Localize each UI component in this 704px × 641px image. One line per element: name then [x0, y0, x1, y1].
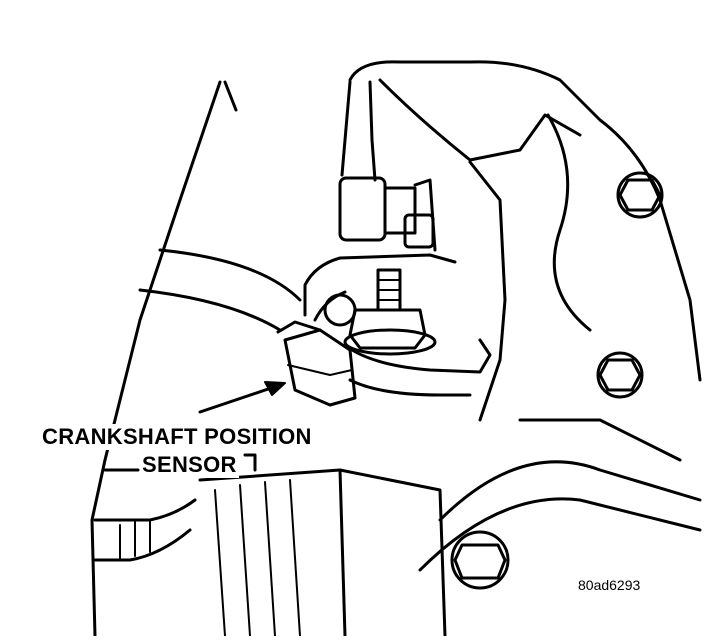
right-bolt-upper	[616, 171, 664, 219]
lower-shaft-2	[93, 528, 192, 562]
callout-arrow-shaft	[198, 383, 282, 414]
bell-housing	[438, 460, 702, 522]
wire-loop	[158, 248, 302, 302]
upper-housing-inner	[378, 78, 582, 162]
stud-threads	[377, 279, 401, 301]
bell-housing-3	[518, 418, 682, 462]
lower-shaft	[93, 498, 197, 522]
lower-ridges	[119, 519, 151, 559]
right-bolt-upper-hex	[618, 178, 662, 212]
engine-block-edge	[90, 80, 222, 638]
right-bolt-middle-hex	[598, 358, 642, 392]
callout-label-line1: CRANKSHAFT POSITION	[40, 424, 314, 450]
nut-washer	[343, 328, 437, 356]
crankshaft-sensor-connector	[276, 320, 322, 334]
sensor-mounting-arm-2	[348, 378, 472, 397]
sensor-mounting-arm	[343, 338, 492, 374]
bracket-hole	[323, 293, 357, 327]
bell-housing-2	[418, 497, 702, 572]
arrow-pointer-icon	[264, 381, 286, 396]
upper-connector	[338, 176, 387, 242]
lower-bolt-hex	[453, 543, 507, 580]
callout-leader-bracket	[243, 453, 257, 472]
right-bolt-middle	[596, 351, 644, 399]
housing-curve	[546, 113, 592, 332]
housing-rib	[468, 160, 507, 422]
figure-id: 80ad6293	[578, 577, 641, 593]
flywheel-outline	[338, 468, 447, 638]
wire-harness	[340, 80, 352, 177]
sensor-bracket	[303, 253, 457, 317]
upper-connector-body	[383, 186, 417, 235]
wire-loop-2	[138, 288, 282, 332]
callout-label-line2: SENSOR	[140, 452, 239, 478]
upper-connector-tab	[403, 213, 435, 249]
engine-block-inner-edge	[223, 80, 238, 112]
flywheel-ribs	[214, 479, 301, 637]
crankshaft-sensor-face	[287, 364, 353, 376]
wire-harness-2	[368, 80, 377, 182]
upper-connector-lead	[413, 178, 437, 252]
lower-bolt	[450, 530, 510, 590]
upper-housing	[348, 60, 702, 382]
